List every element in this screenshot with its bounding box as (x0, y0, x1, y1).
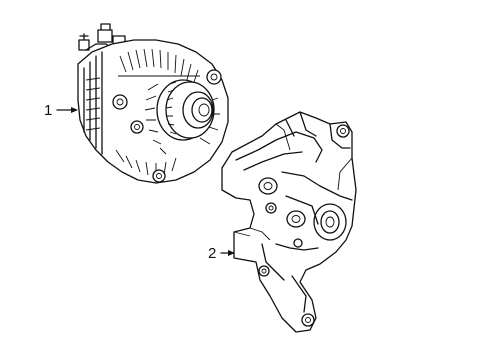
alternator (77, 23, 229, 184)
callout-1: 1 (44, 102, 78, 119)
callout-2: 2 (208, 245, 235, 262)
callout-2-label: 2 (208, 245, 216, 262)
mounting-bracket (221, 111, 357, 333)
callout-1-arrow-icon (71, 107, 78, 113)
alternator-vents (115, 48, 200, 176)
alternator-pulley (156, 79, 215, 141)
callout-1-label: 1 (44, 102, 52, 119)
callout-2-arrow-icon (228, 250, 235, 256)
